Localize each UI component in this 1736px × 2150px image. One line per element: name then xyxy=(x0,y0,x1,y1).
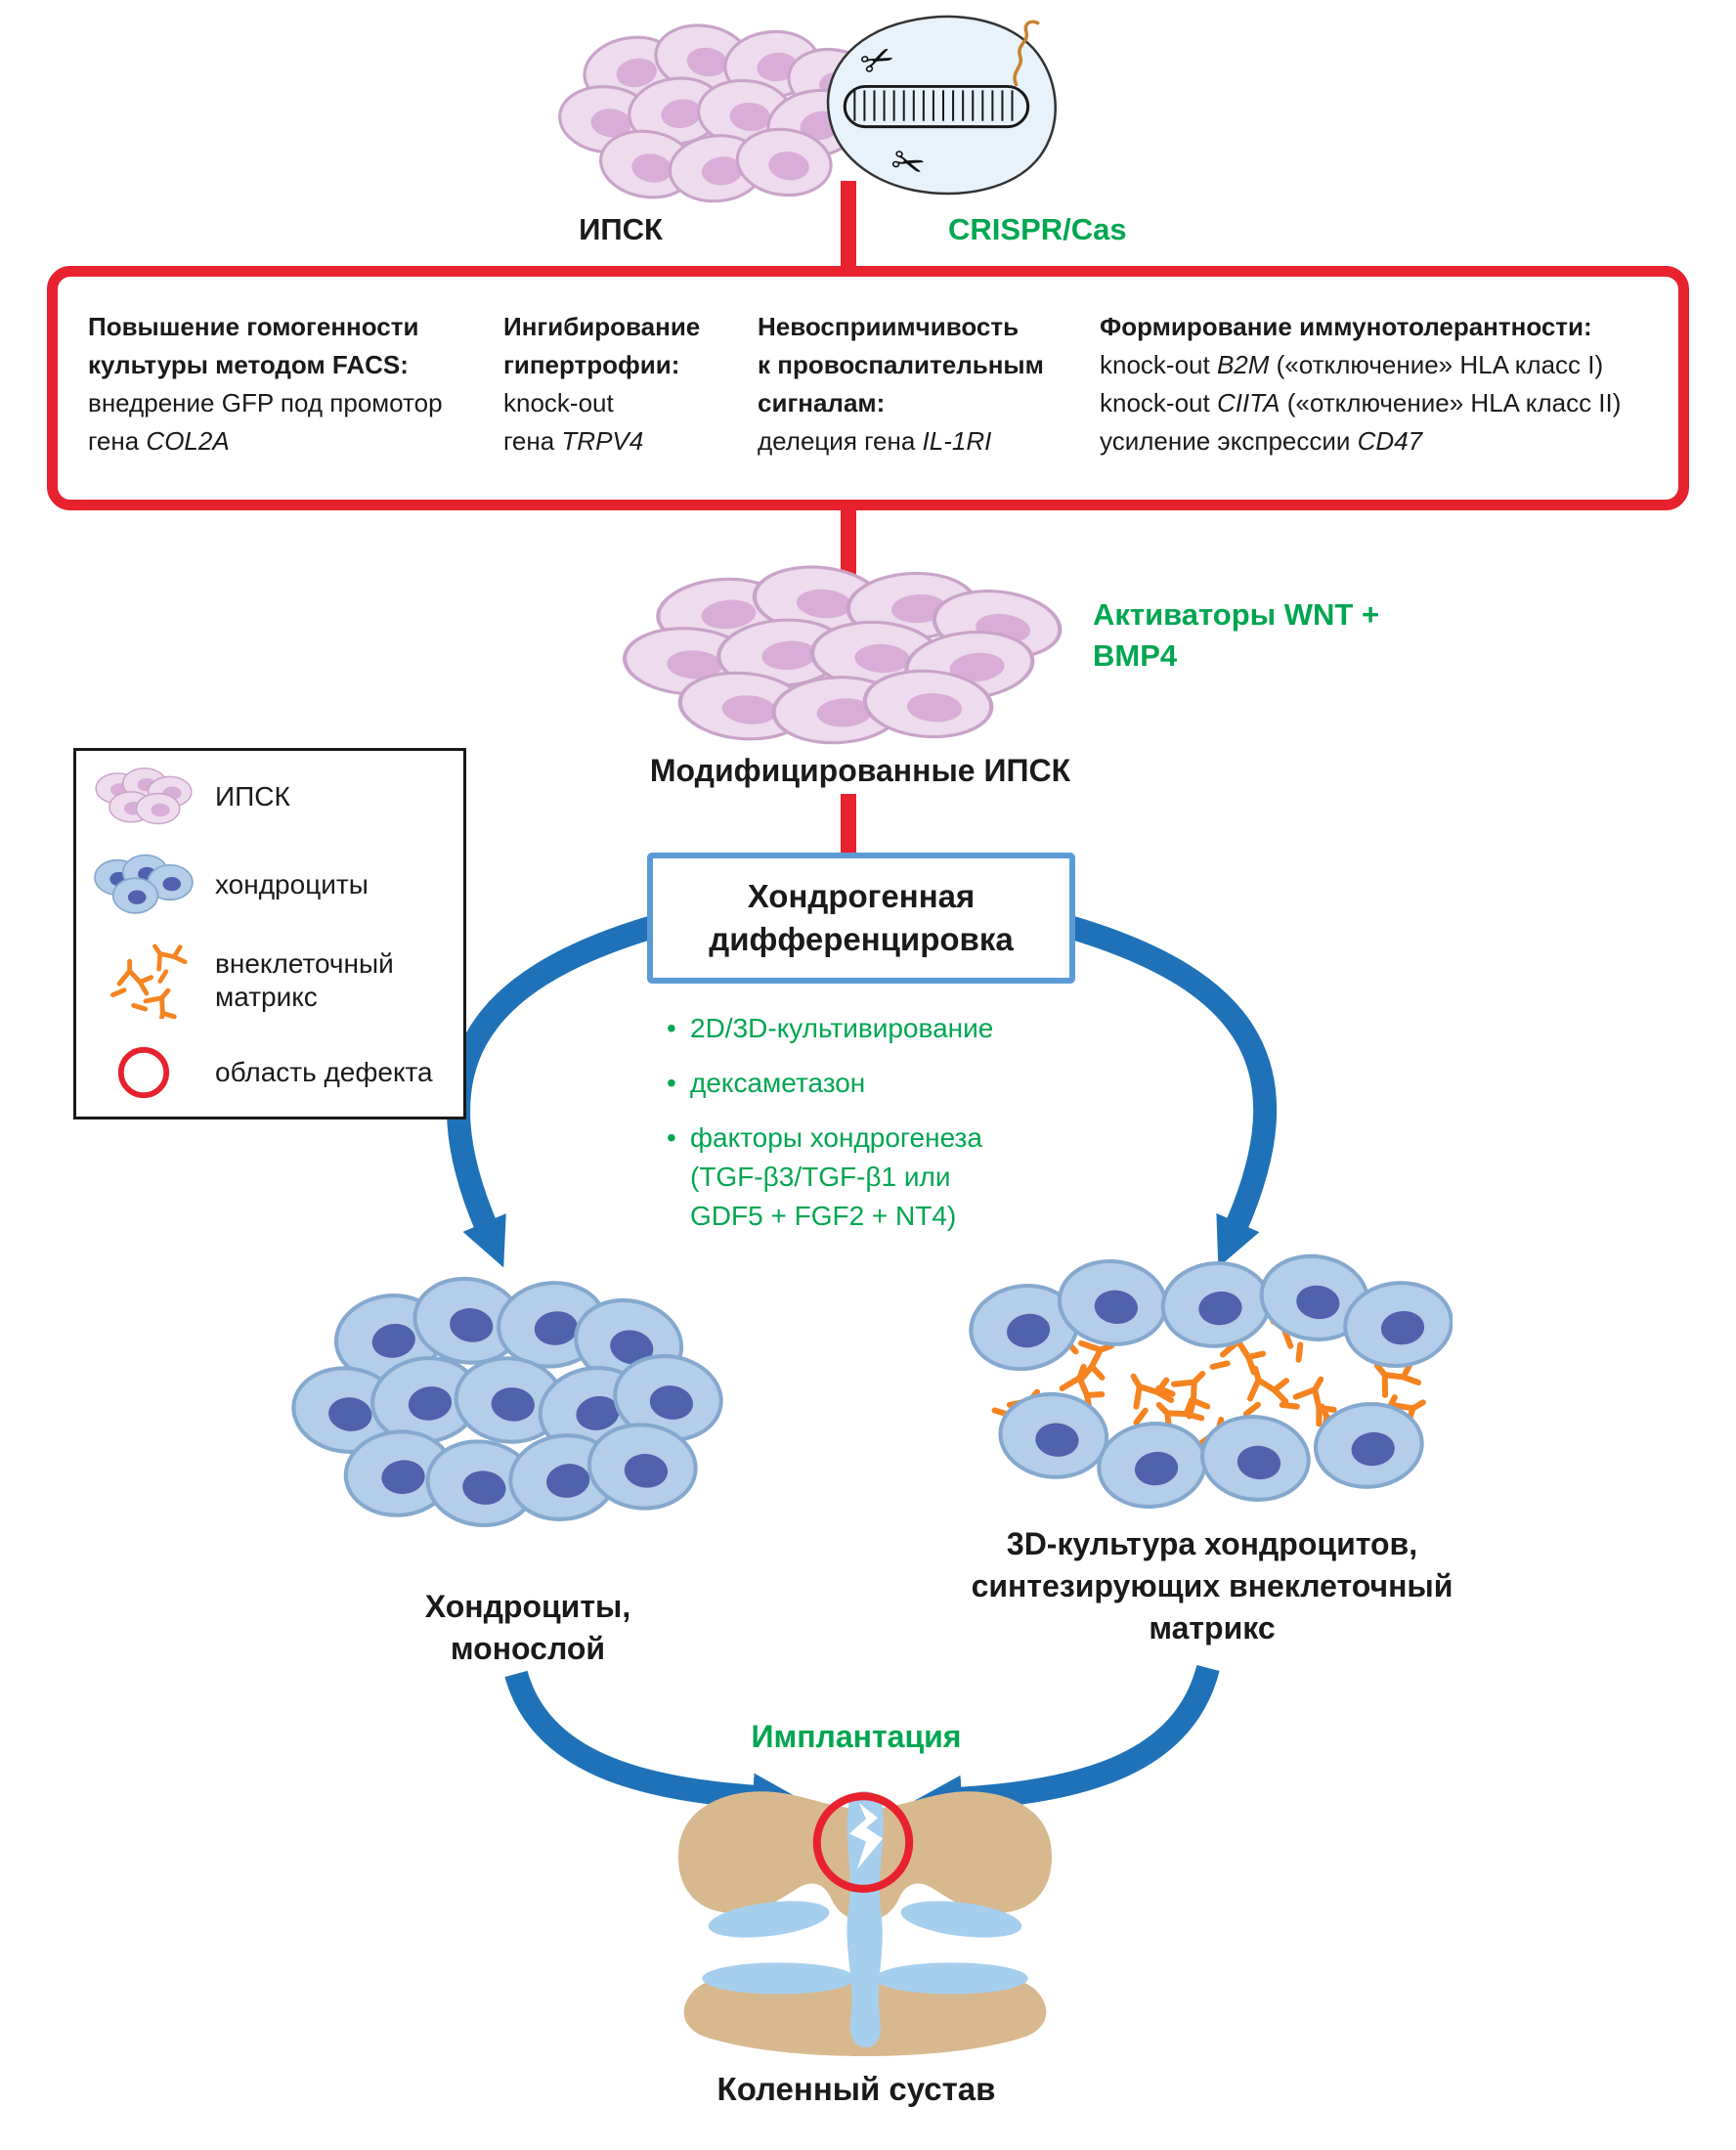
red-connector-lower xyxy=(841,794,856,862)
arrow-3d-to-implant xyxy=(913,1664,1220,1822)
differentiation-conditions-list: 2D/3D-культивирование дексаметазон факто… xyxy=(661,1009,1091,1251)
arrow-to-monolayer xyxy=(447,915,657,1268)
monolayer-label: Хондроциты,монослой xyxy=(424,1589,631,1666)
chondrocytes-monolayer-illustration xyxy=(266,1263,729,1541)
red-connector-top xyxy=(841,181,856,269)
ipsc-label: ИПСК xyxy=(579,212,663,246)
3d-culture-label: 3D-культура хондроцитов,синтезирующих вн… xyxy=(971,1526,1454,1645)
crispr-cas-illustration xyxy=(826,15,1058,196)
legend-item-chondrocytes: хондроциты xyxy=(86,853,454,917)
legend-item-defect: область дефекта xyxy=(86,1044,454,1101)
list-item: дексаметазон xyxy=(661,1064,1091,1103)
chondrocytes-icon xyxy=(86,853,201,917)
list-item: факторы хондрогенеза(TGF-β3/TGF-β1 илиGD… xyxy=(661,1119,1091,1236)
defect-area-icon xyxy=(86,1044,201,1101)
knee-joint-label: Коленный сустав xyxy=(716,2071,996,2107)
arrow-to-3d-culture xyxy=(1065,915,1278,1268)
legend-item-ipsc: ИПСК xyxy=(86,767,454,827)
extracellular-matrix-icon xyxy=(86,943,201,1019)
wnt-bmp4-label: Активаторы WNT +BMP4 xyxy=(1093,597,1380,673)
list-item: 2D/3D-культивирование xyxy=(661,1009,1091,1048)
gene-edit-column-immunotolerance: Формирование иммунотолерантности:knock-o… xyxy=(1100,312,1622,456)
legend-label: область дефекта xyxy=(215,1057,433,1087)
legend-label: ИПСК xyxy=(215,781,290,812)
arrow-monolayer-to-implant xyxy=(504,1670,802,1821)
legend-label: хондроциты xyxy=(215,869,369,899)
crispr-cas-label: CRISPR/Cas xyxy=(948,212,1127,246)
chondrocytes-3d-culture-illustration xyxy=(960,1244,1453,1529)
modified-ipsc-cluster-illustration xyxy=(608,559,1077,753)
implantation-label: Имплантация xyxy=(751,1719,962,1754)
knee-joint-illustration xyxy=(649,1772,1081,2057)
modified-ipsc-label: Модифицированные ИПСК xyxy=(649,753,1071,788)
ipsc-cells-icon xyxy=(86,767,201,827)
